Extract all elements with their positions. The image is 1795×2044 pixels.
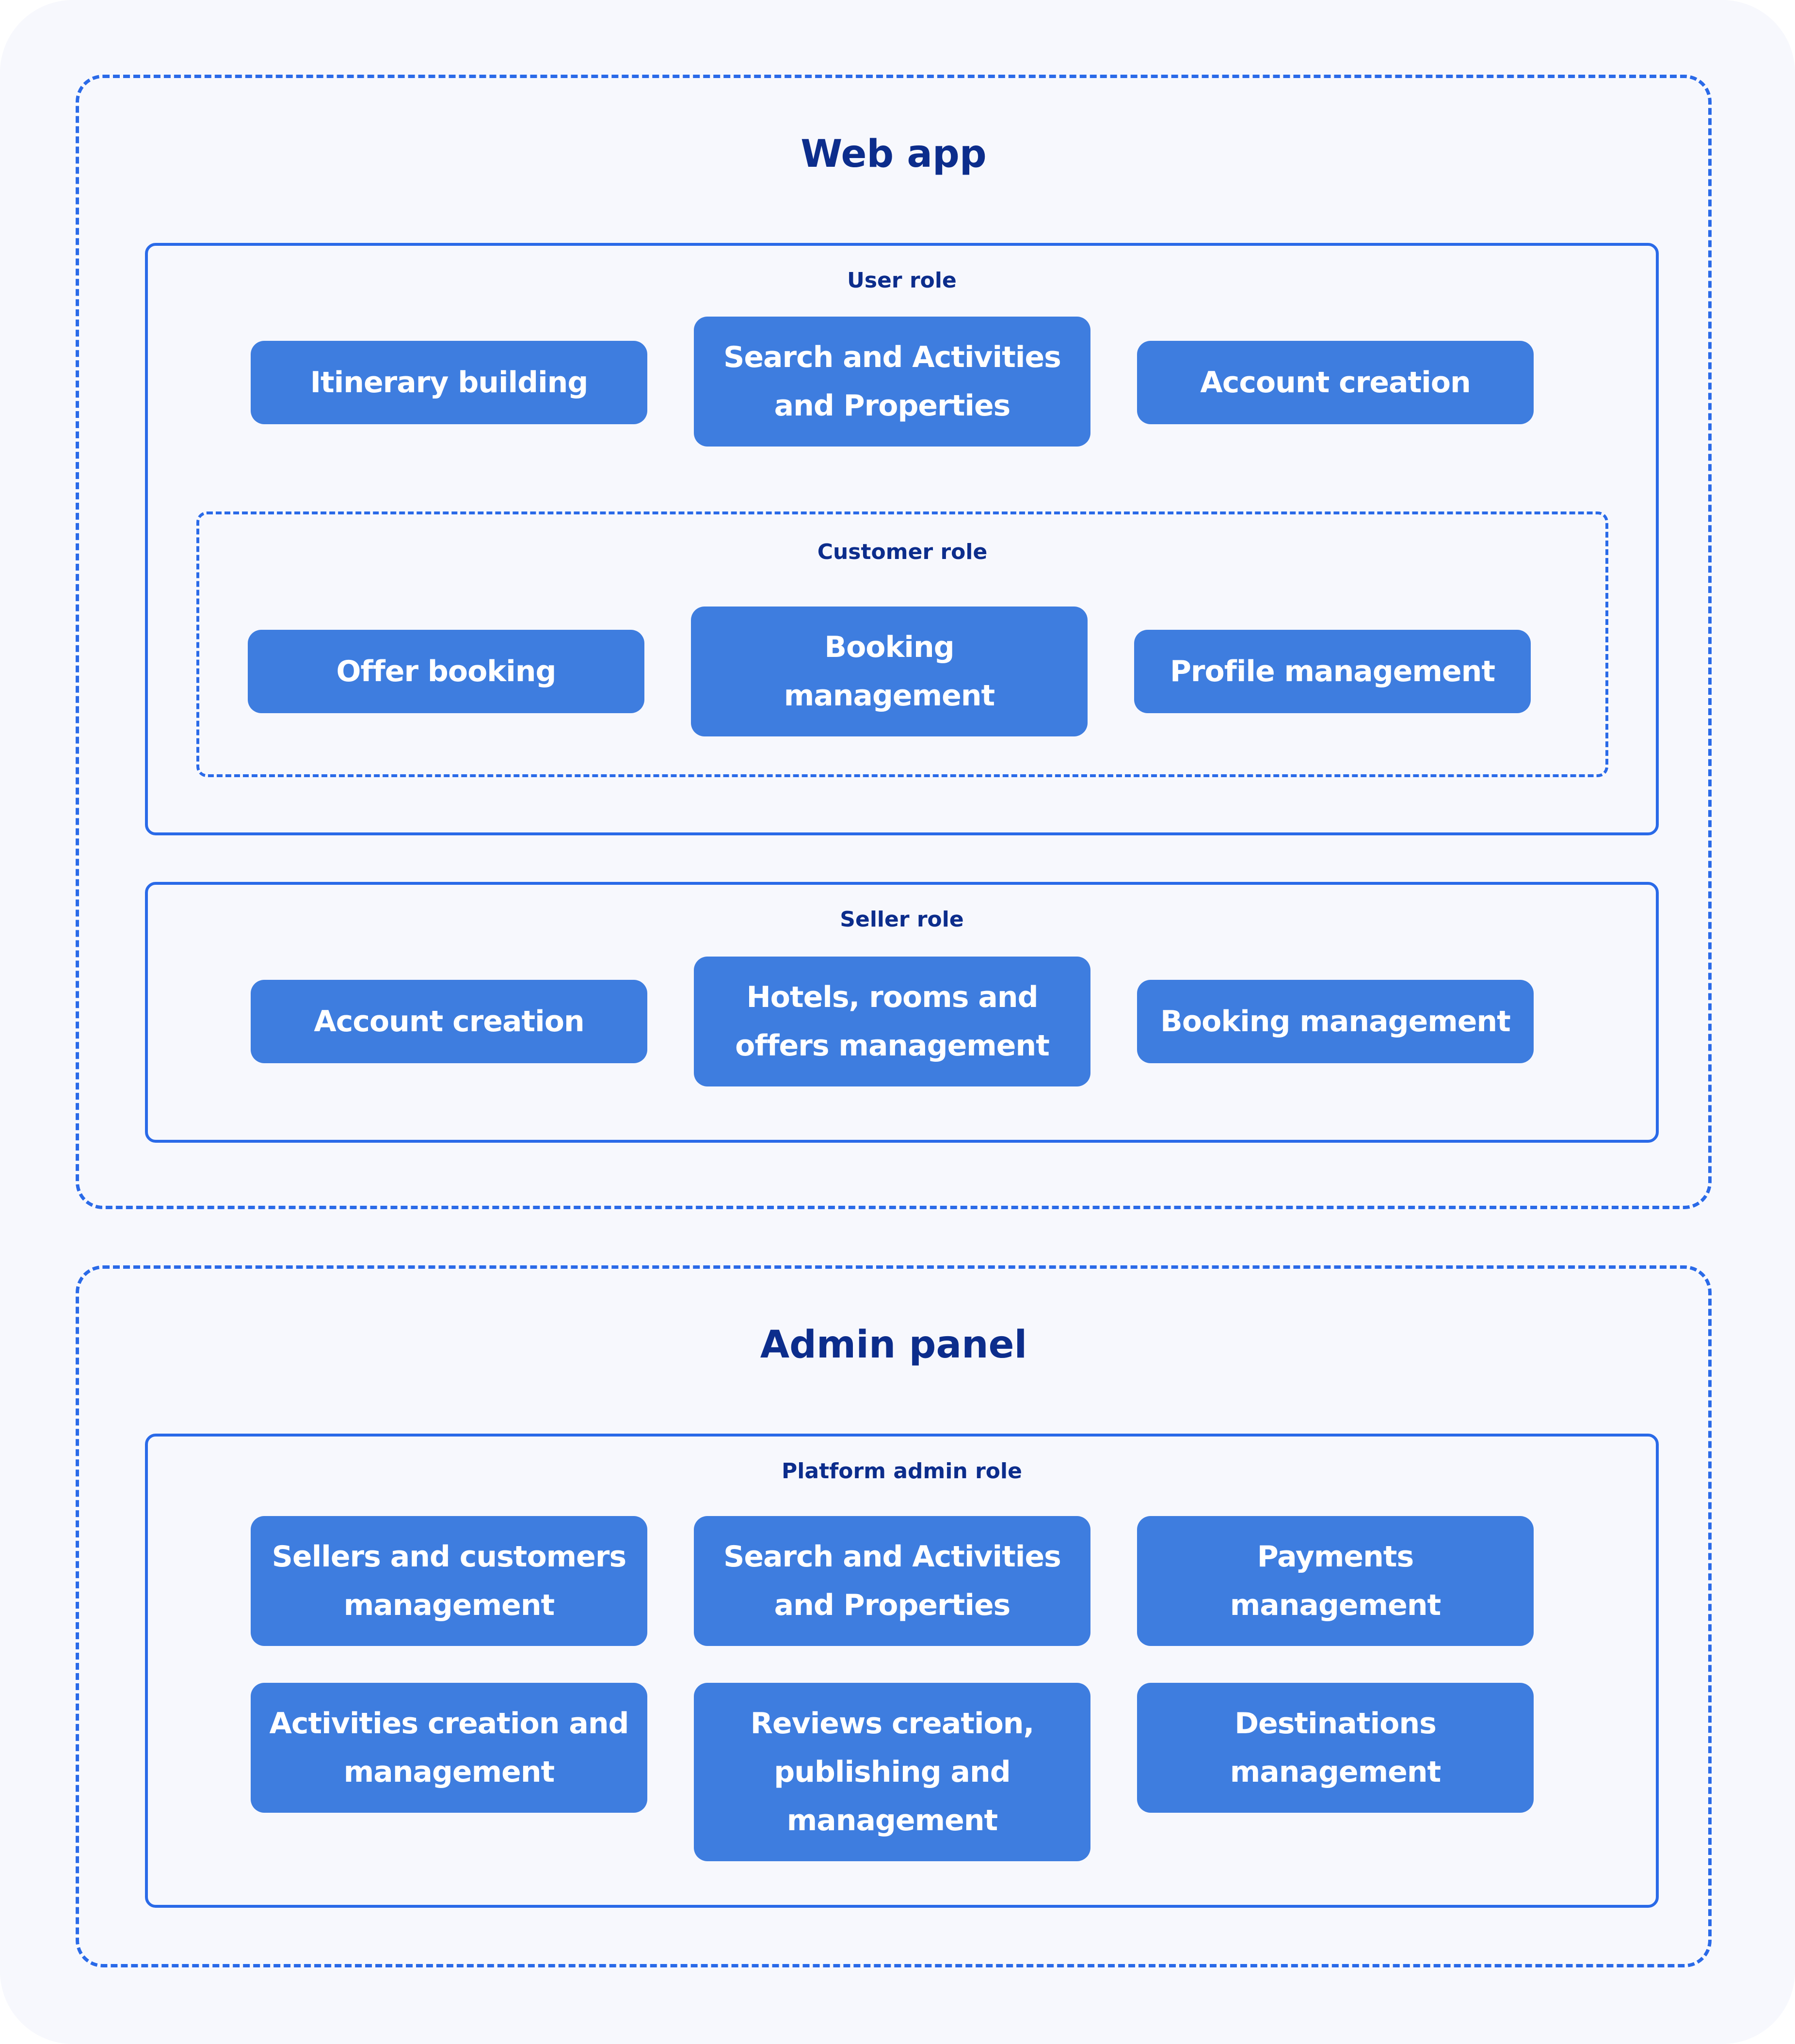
seller-account-creation-chip: Account creation	[251, 980, 647, 1063]
sellers-customers-management-chip: Sellers and customers management	[251, 1516, 647, 1646]
web-app-section: Web app User role Itinerary building Sea…	[76, 75, 1712, 1209]
activities-creation-management-chip: Activities creation and management	[251, 1683, 647, 1813]
booking-management-chip: Booking management	[691, 607, 1088, 736]
customer-role-box: Customer role Offer booking Booking mana…	[196, 511, 1608, 777]
web-app-title: Web app	[801, 132, 987, 176]
profile-management-chip: Profile management	[1134, 630, 1531, 713]
search-activities-properties-chip: Search and Activities and Properties	[694, 317, 1090, 447]
reviews-creation-publishing-chip: Reviews creation, publishing and managem…	[694, 1683, 1090, 1861]
customer-role-label: Customer role	[817, 540, 988, 564]
hotels-rooms-offers-chip: Hotels, rooms and offers management	[694, 957, 1090, 1086]
platform-admin-role-box: Platform admin role Sellers and customer…	[145, 1434, 1659, 1908]
user-role-label: User role	[847, 268, 957, 293]
platform-admin-role-label: Platform admin role	[782, 1459, 1022, 1484]
offer-booking-chip: Offer booking	[248, 630, 644, 713]
itinerary-building-chip: Itinerary building	[251, 341, 647, 424]
account-creation-chip: Account creation	[1137, 341, 1534, 424]
seller-role-label: Seller role	[840, 907, 964, 932]
user-role-box: User role Itinerary building Search and …	[145, 243, 1659, 835]
payments-management-chip: Payments management	[1137, 1516, 1534, 1646]
destinations-management-chip: Destinations management	[1137, 1683, 1534, 1813]
seller-role-box: Seller role Account creation Hotels, roo…	[145, 882, 1659, 1143]
seller-booking-management-chip: Booking management	[1137, 980, 1534, 1063]
admin-search-activities-properties-chip: Search and Activities and Properties	[694, 1516, 1090, 1646]
admin-panel-title: Admin panel	[760, 1323, 1027, 1367]
admin-panel-section: Admin panel Platform admin role Sellers …	[76, 1265, 1712, 1967]
